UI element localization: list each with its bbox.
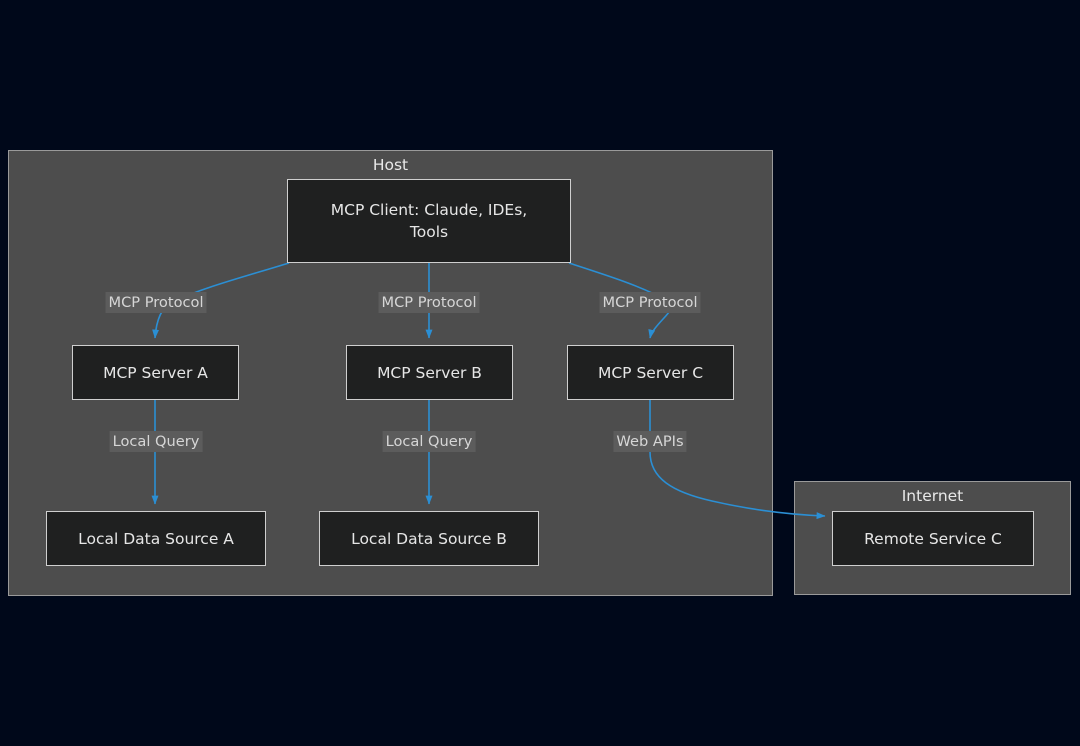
node-mcp-server-a[interactable]: MCP Server A xyxy=(72,345,239,400)
edge-label-mcp-protocol-c: MCP Protocol xyxy=(599,292,701,313)
edge-label-mcp-protocol-a: MCP Protocol xyxy=(105,292,207,313)
node-mcp-client-label-line2: Tools xyxy=(409,223,449,241)
node-mcp-client-label-line1: MCP Client: Claude, IDEs, xyxy=(330,201,528,219)
node-local-data-source-b[interactable]: Local Data Source B xyxy=(319,511,539,566)
node-mcp-server-b[interactable]: MCP Server B xyxy=(346,345,513,400)
node-mcp-server-b-label: MCP Server B xyxy=(377,363,482,382)
edge-label-local-query-a: Local Query xyxy=(109,431,203,452)
node-remote-service-c-label: Remote Service C xyxy=(864,529,1002,548)
node-remote-service-c[interactable]: Remote Service C xyxy=(832,511,1034,566)
node-mcp-server-a-label: MCP Server A xyxy=(103,363,208,382)
node-local-data-source-a-label: Local Data Source A xyxy=(78,529,234,548)
cluster-internet-title: Internet xyxy=(901,487,964,505)
cluster-host-title: Host xyxy=(372,156,409,174)
node-local-data-source-a[interactable]: Local Data Source A xyxy=(46,511,266,566)
edge-label-local-query-b: Local Query xyxy=(382,431,476,452)
node-mcp-client[interactable]: MCP Client: Claude, IDEs, Tools xyxy=(287,179,571,263)
node-mcp-server-c-label: MCP Server C xyxy=(597,363,704,382)
edge-label-mcp-protocol-b: MCP Protocol xyxy=(378,292,480,313)
node-mcp-server-c[interactable]: MCP Server C xyxy=(567,345,734,400)
edge-label-web-apis: Web APIs xyxy=(613,431,687,452)
node-local-data-source-b-label: Local Data Source B xyxy=(351,529,507,548)
